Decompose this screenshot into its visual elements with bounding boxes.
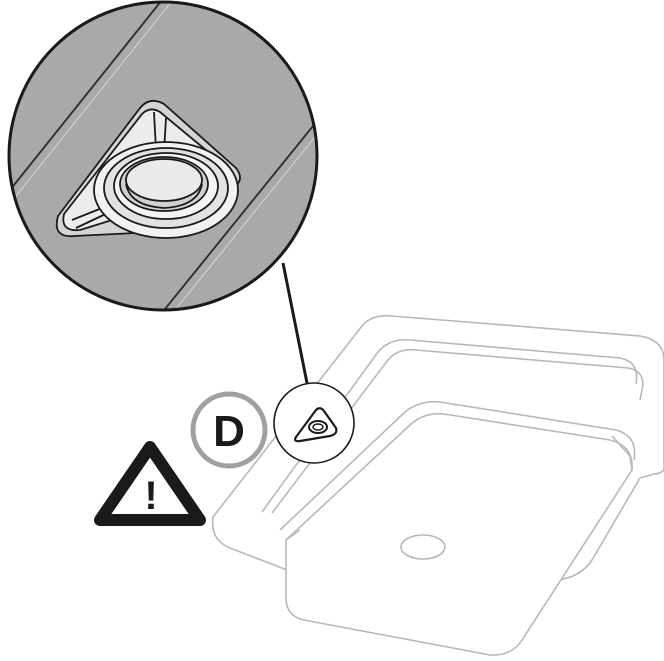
zoom-groove-lower-b <box>153 110 317 310</box>
tray-center-hole <box>400 534 446 560</box>
zoom-groove-lower <box>147 104 317 310</box>
leader-line <box>281 262 309 384</box>
zoom-groove-upper-b <box>9 2 177 222</box>
callout-letter: D <box>213 407 245 456</box>
tray-basin-wall <box>285 435 633 541</box>
tray-basin-top-edge <box>279 400 636 531</box>
tray-basin <box>285 412 633 656</box>
magnifier-zoom <box>7 0 319 312</box>
warning-triangle-icon: ! <box>94 441 206 526</box>
warning-exclamation: ! <box>144 474 157 518</box>
tray-inner-rim-2 <box>261 338 638 513</box>
zoom-fitting <box>55 99 241 239</box>
tray-dot <box>454 404 456 406</box>
callout-badge: D <box>190 391 268 469</box>
tray-assembly <box>211 314 664 656</box>
zoom-groove-upper <box>9 2 171 216</box>
detail-location-marker <box>273 382 355 464</box>
